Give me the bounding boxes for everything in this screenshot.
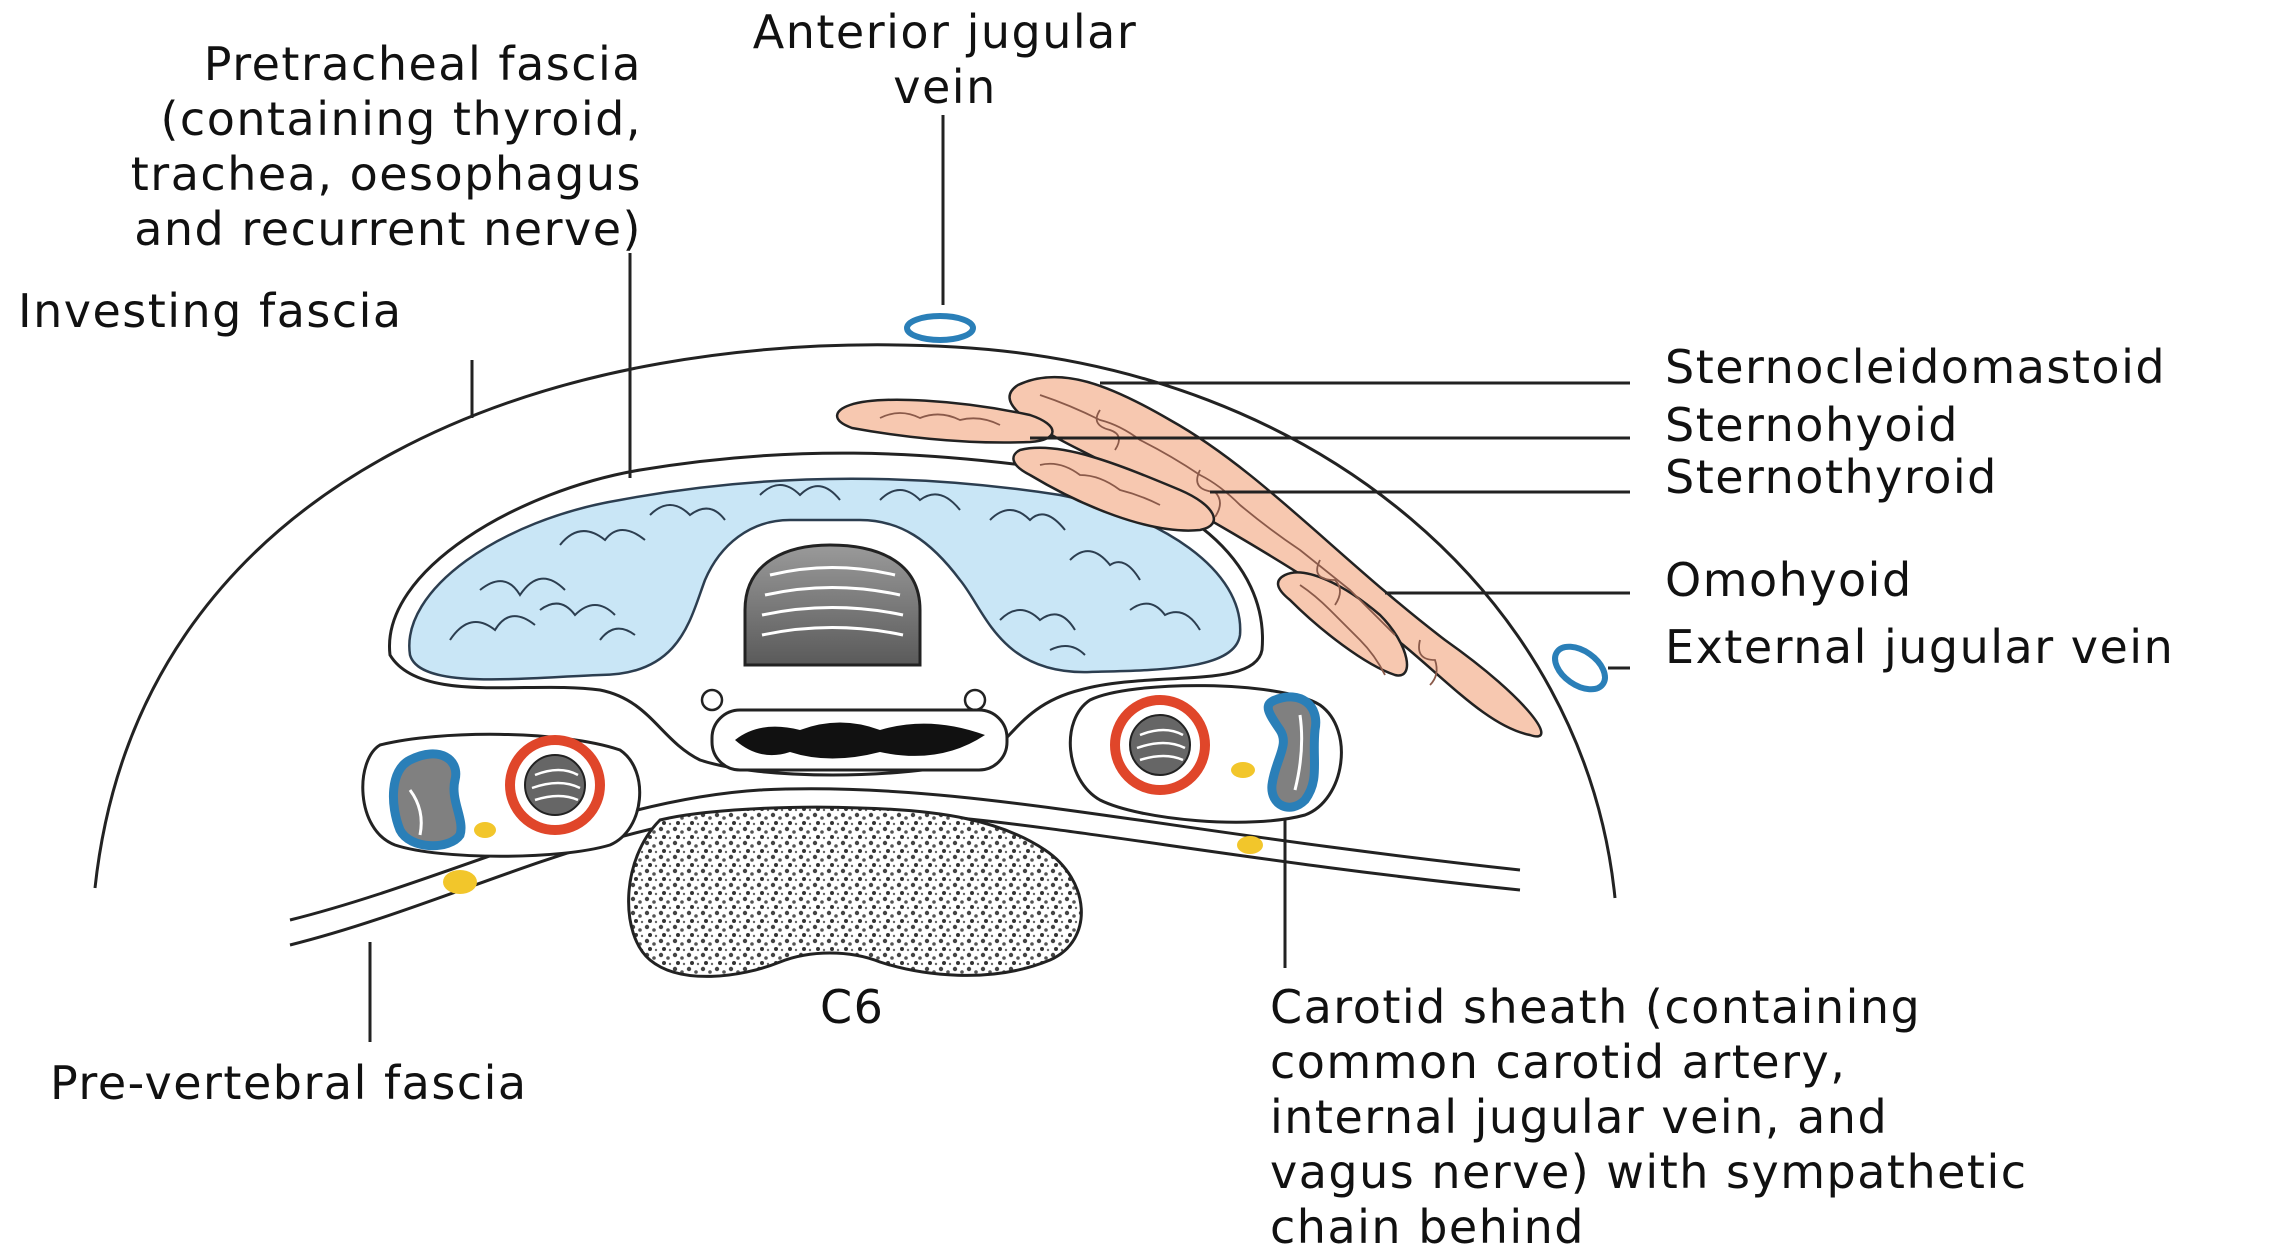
label-external-jugular-vein: External jugular vein xyxy=(1665,620,2174,675)
recurrent-nerve-right xyxy=(965,690,985,710)
label-prevertebral-fascia: Pre-vertebral fascia xyxy=(50,1056,528,1111)
label-c6: C6 xyxy=(820,980,884,1035)
omohyoid-muscle xyxy=(1278,572,1407,675)
label-pretracheal-fascia: Pretracheal fascia (containing thyroid, … xyxy=(0,37,642,257)
sympathetic-chain-right xyxy=(1237,836,1263,854)
recurrent-nerve-left xyxy=(702,690,722,710)
label-investing-fascia: Investing fascia xyxy=(18,284,403,339)
external-jugular-vein xyxy=(1547,638,1612,698)
label-carotid-sheath: Carotid sheath (containing common caroti… xyxy=(1270,980,2028,1255)
vagus-nerve-right xyxy=(1231,762,1255,778)
c6-vertebra xyxy=(629,807,1082,976)
label-sternohyoid: Sternohyoid xyxy=(1665,398,1959,453)
label-anterior-jugular-vein: Anterior jugular vein xyxy=(700,5,1190,115)
label-sternothyroid: Sternothyroid xyxy=(1665,450,1998,505)
vagus-nerve-left xyxy=(474,822,496,838)
trachea xyxy=(745,545,920,665)
sympathetic-chain-left xyxy=(443,870,477,894)
anterior-jugular-vein xyxy=(907,316,973,340)
label-sternocleidomastoid: Sternocleidomastoid xyxy=(1665,340,2166,395)
internal-jugular-vein-left xyxy=(393,754,461,846)
label-omohyoid: Omohyoid xyxy=(1665,553,1913,608)
